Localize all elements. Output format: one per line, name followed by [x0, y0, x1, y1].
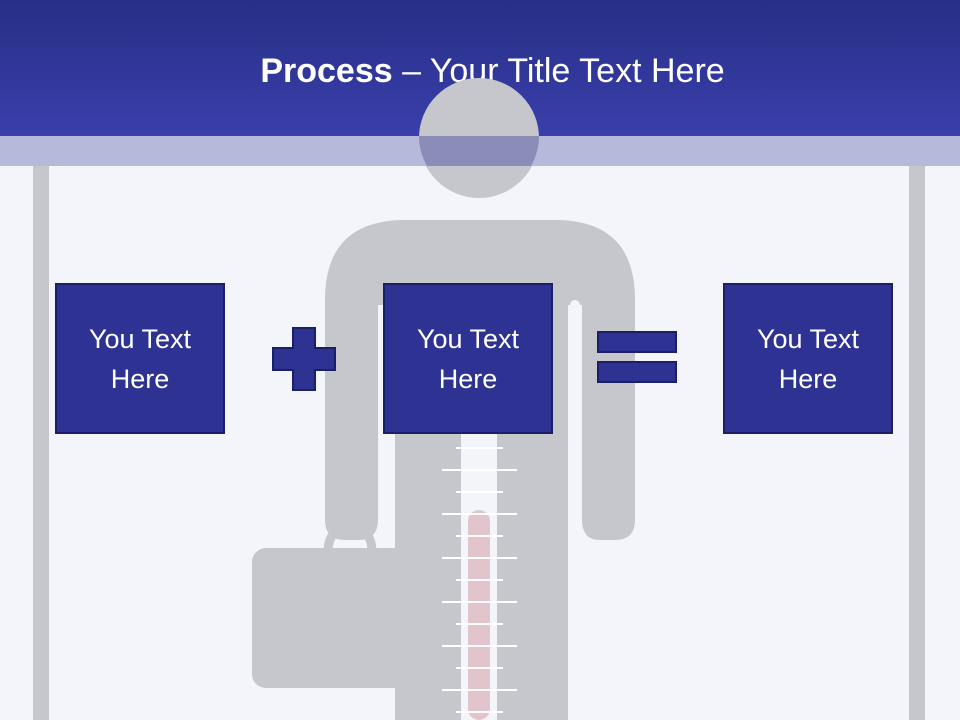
text-box-3-line2: Here	[778, 363, 838, 394]
text-box-3[interactable]: You Text Here	[723, 283, 893, 434]
left-pillar	[33, 136, 49, 720]
text-box-3-line1: You Text	[756, 323, 860, 354]
equals-icon	[597, 331, 677, 383]
briefcase-handle	[323, 523, 377, 553]
title-bold: Process	[260, 52, 393, 90]
head-overlay	[419, 136, 539, 166]
briefcase-icon	[252, 548, 448, 688]
thermometer-fill	[468, 510, 490, 720]
text-box-1-line2: Here	[110, 363, 170, 394]
text-box-2-line1: You Text	[416, 323, 520, 354]
right-pillar	[909, 136, 925, 720]
slide-title: Process – Your Title Text Here	[0, 52, 960, 91]
text-box-2[interactable]: You Text Here	[383, 283, 553, 434]
text-box-1-line1: You Text	[88, 323, 192, 354]
plus-icon	[272, 327, 336, 391]
text-box-2-line2: Here	[438, 363, 498, 394]
thermometer-ticks	[442, 447, 517, 713]
text-box-1[interactable]: You Text Here	[55, 283, 225, 434]
